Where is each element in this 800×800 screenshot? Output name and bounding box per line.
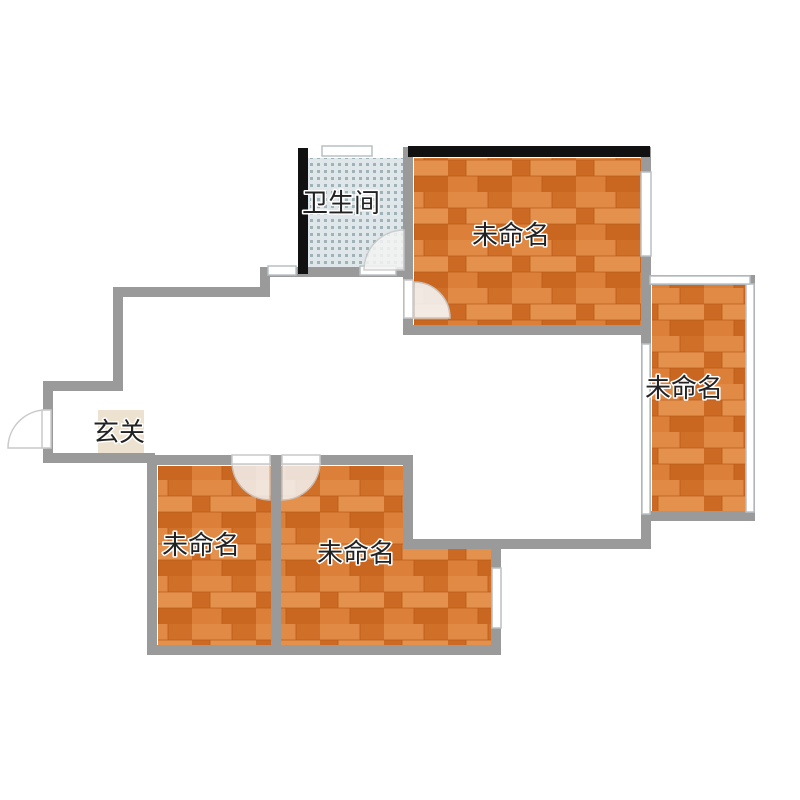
window-bedroom-mid-right xyxy=(491,567,502,629)
window-bedroom-right-left xyxy=(641,343,651,515)
room-label-bedroom-bottom-left: 未命名 xyxy=(162,531,240,561)
bedroom-top-floor xyxy=(414,158,642,326)
bedroom-right-floor xyxy=(652,284,746,512)
door-bedroom-top-leaf xyxy=(403,279,414,319)
wall-living-left xyxy=(43,267,305,463)
bedroom-bottom-mid-floor-ext xyxy=(400,546,492,646)
wall-top-dark xyxy=(408,146,650,157)
door-bedroom-bottom-left xyxy=(231,461,271,501)
wall-bathroom-left-dark xyxy=(298,148,308,274)
door-entrance xyxy=(7,409,47,449)
wall-bedrooms-bottom xyxy=(147,455,501,655)
room-label-bathroom: 卫生间 xyxy=(302,189,380,219)
door-bedroom-bottom-mid-leaf xyxy=(281,454,321,465)
window-bedroom-top-right xyxy=(640,171,652,257)
room-label-bedroom-right: 未命名 xyxy=(645,374,723,404)
door-bedroom-top xyxy=(413,281,451,319)
entrance-floor xyxy=(98,410,144,460)
door-bedroom-bottom-left-leaf xyxy=(231,454,271,465)
window-bedroom-right-top xyxy=(649,275,751,285)
window-bathroom-top xyxy=(321,145,373,157)
window-living-small xyxy=(267,265,297,276)
doors xyxy=(7,229,451,501)
door-bathroom xyxy=(363,229,405,271)
room-label-bedroom-bottom-mid: 未命名 xyxy=(317,539,395,569)
wall-living-bottom-right xyxy=(491,511,651,549)
window-bedroom-right-side xyxy=(745,283,755,513)
room-label-bedroom-top: 未命名 xyxy=(472,221,550,251)
door-bedroom-bottom-mid xyxy=(281,461,321,501)
door-entrance-leaf xyxy=(41,409,52,449)
room-label-entrance: 玄关 xyxy=(93,418,145,448)
